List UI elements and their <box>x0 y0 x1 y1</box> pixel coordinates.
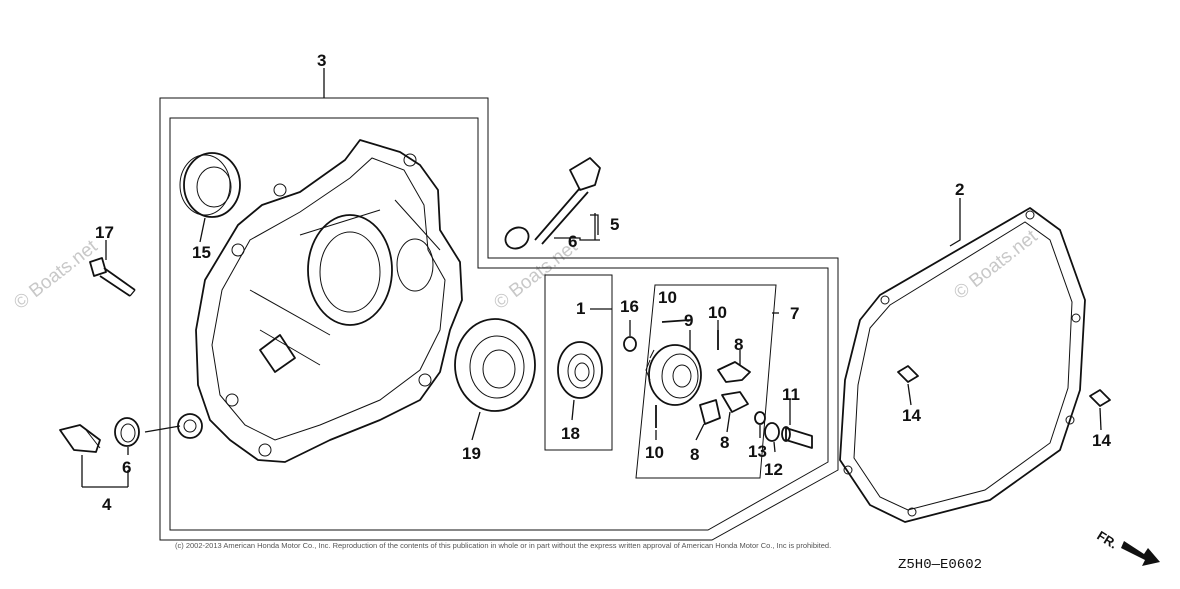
callout-10-bottom: 10 <box>645 443 664 462</box>
callout-8-middle: 8 <box>720 433 729 452</box>
governor-weights-8 <box>699 361 751 425</box>
washer-6-left <box>114 417 140 447</box>
washer-16 <box>623 336 637 352</box>
watermark-left: © Boats.net <box>10 236 102 314</box>
case-drain-boss <box>177 413 203 439</box>
front-direction-indicator: FR. <box>1094 528 1160 566</box>
copyright-notice: (c) 2002-2013 American Honda Motor Co., … <box>175 541 831 550</box>
callout-labels: 3 2 17 15 5 6 1 16 10 10 7 9 8 8 8 10 11… <box>95 51 1111 514</box>
ball-bearing-18 <box>557 341 603 399</box>
leader-lines <box>81 68 1102 488</box>
diagram-code: Z5H0—E0602 <box>898 557 982 573</box>
watermark-group: © Boats.net © Boats.net © Boats.net <box>10 226 1042 314</box>
governor-group-box <box>635 284 777 479</box>
callout-15: 15 <box>192 243 211 262</box>
oil-filler-cap-5 <box>534 157 601 245</box>
callout-7: 7 <box>790 304 799 323</box>
callout-14-right: 14 <box>1092 431 1111 450</box>
washer-12 <box>764 422 780 442</box>
drain-plug-4 <box>59 424 101 453</box>
callout-17: 17 <box>95 223 114 242</box>
oil-pump-group-box <box>544 274 613 451</box>
callout-12: 12 <box>764 460 783 479</box>
callout-13: 13 <box>748 442 767 461</box>
callout-10-right: 10 <box>708 303 727 322</box>
callout-3: 3 <box>317 51 326 70</box>
callout-6-lower: 6 <box>122 458 131 477</box>
callout-5: 5 <box>610 215 619 234</box>
callout-10-top: 10 <box>658 288 677 307</box>
front-label: FR. <box>1094 528 1120 552</box>
oil-seal-15 <box>179 152 241 218</box>
callout-8-lower: 8 <box>690 445 699 464</box>
callout-6-upper: 6 <box>568 232 577 251</box>
case-cover <box>195 139 463 463</box>
dowel-pin-14-a <box>897 365 919 383</box>
washer-13 <box>754 411 766 425</box>
governor-shaft-11 <box>781 426 813 449</box>
governor-gear-9 <box>645 344 702 406</box>
flange-bolt-17 <box>89 257 136 297</box>
dowel-pin-14-b <box>1089 389 1111 407</box>
callout-19: 19 <box>462 444 481 463</box>
front-arrow-icon <box>1121 541 1160 566</box>
callout-8-upper: 8 <box>734 335 743 354</box>
callout-11: 11 <box>782 385 800 404</box>
callout-9: 9 <box>684 311 693 330</box>
ball-bearing-19 <box>454 318 536 412</box>
pins-10 <box>655 319 719 428</box>
callout-18: 18 <box>561 424 580 443</box>
gasket-2 <box>839 207 1086 523</box>
callout-16: 16 <box>620 297 639 316</box>
callout-14-left: 14 <box>902 406 921 425</box>
o-ring-6 <box>504 226 530 250</box>
callout-1: 1 <box>576 299 585 318</box>
watermark-right: © Boats.net <box>950 226 1042 304</box>
case-assembly-boundary <box>159 97 839 541</box>
callout-2: 2 <box>955 180 964 199</box>
callout-4: 4 <box>102 495 112 514</box>
case-assembly-boundary-inner <box>169 117 829 531</box>
